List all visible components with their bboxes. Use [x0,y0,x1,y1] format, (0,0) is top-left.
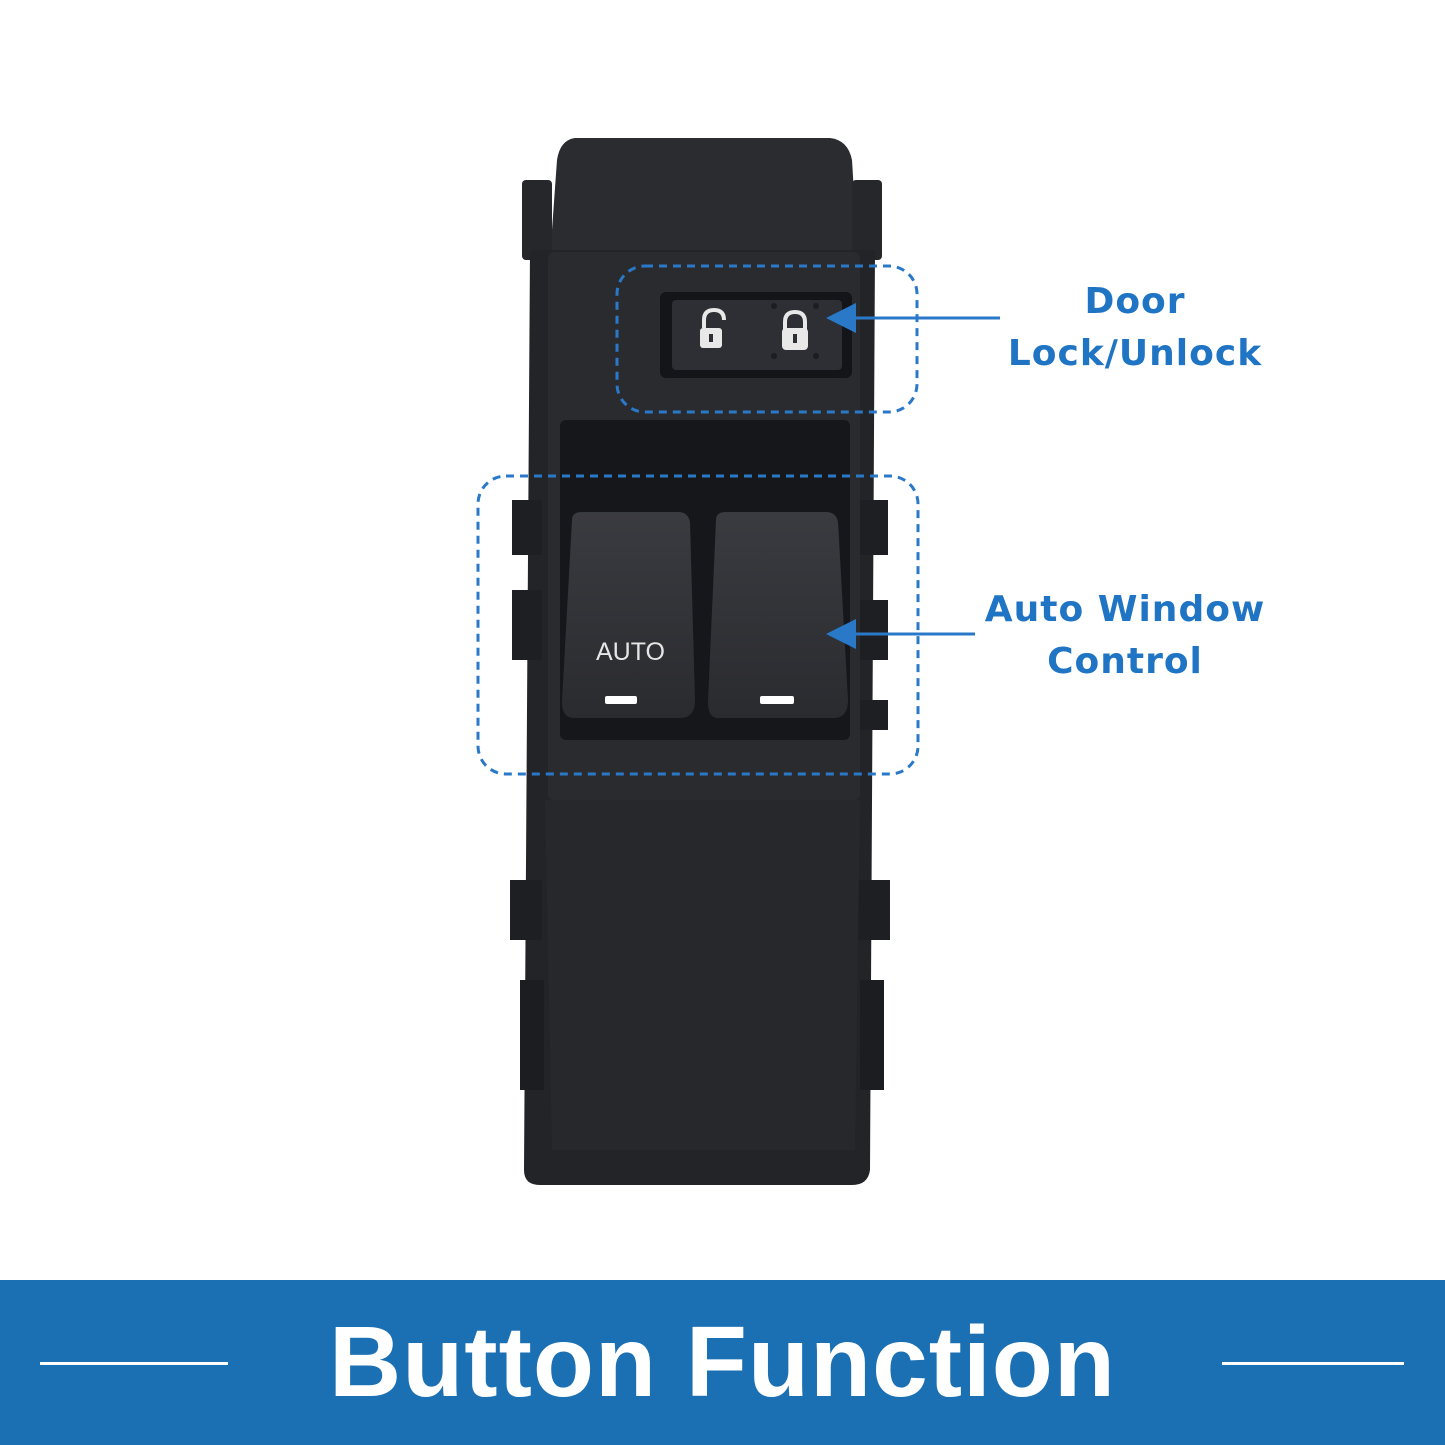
title-banner: Button Function [0,1280,1445,1445]
door-lock-callout-line2: Lock/Unlock [1007,333,1263,374]
auto-window-callout-line2: Control [1047,641,1203,682]
window-switch-left[interactable]: AUTO [562,512,695,718]
banner-title: Button Function [329,1306,1116,1418]
product-illustration: AUTO [476,138,1000,1185]
auto-window-callout-line1: Auto Window [984,589,1266,630]
window-switch-right[interactable] [708,512,848,718]
banner-rule-left [40,1362,228,1365]
auto-window-callout: Auto Window Control [975,584,1275,688]
door-lock-callout-line1: Door [1084,281,1186,322]
indicator-bar [605,696,637,704]
banner-rule-right [1222,1362,1404,1365]
auto-label: AUTO [596,638,665,666]
lock-icon[interactable] [782,309,808,350]
door-lock-switch[interactable] [660,292,852,378]
auto-window-highlight [476,474,920,776]
unlock-icon[interactable] [700,307,726,348]
indicator-bar [760,696,794,704]
door-lock-callout: Door Lock/Unlock [990,276,1280,380]
